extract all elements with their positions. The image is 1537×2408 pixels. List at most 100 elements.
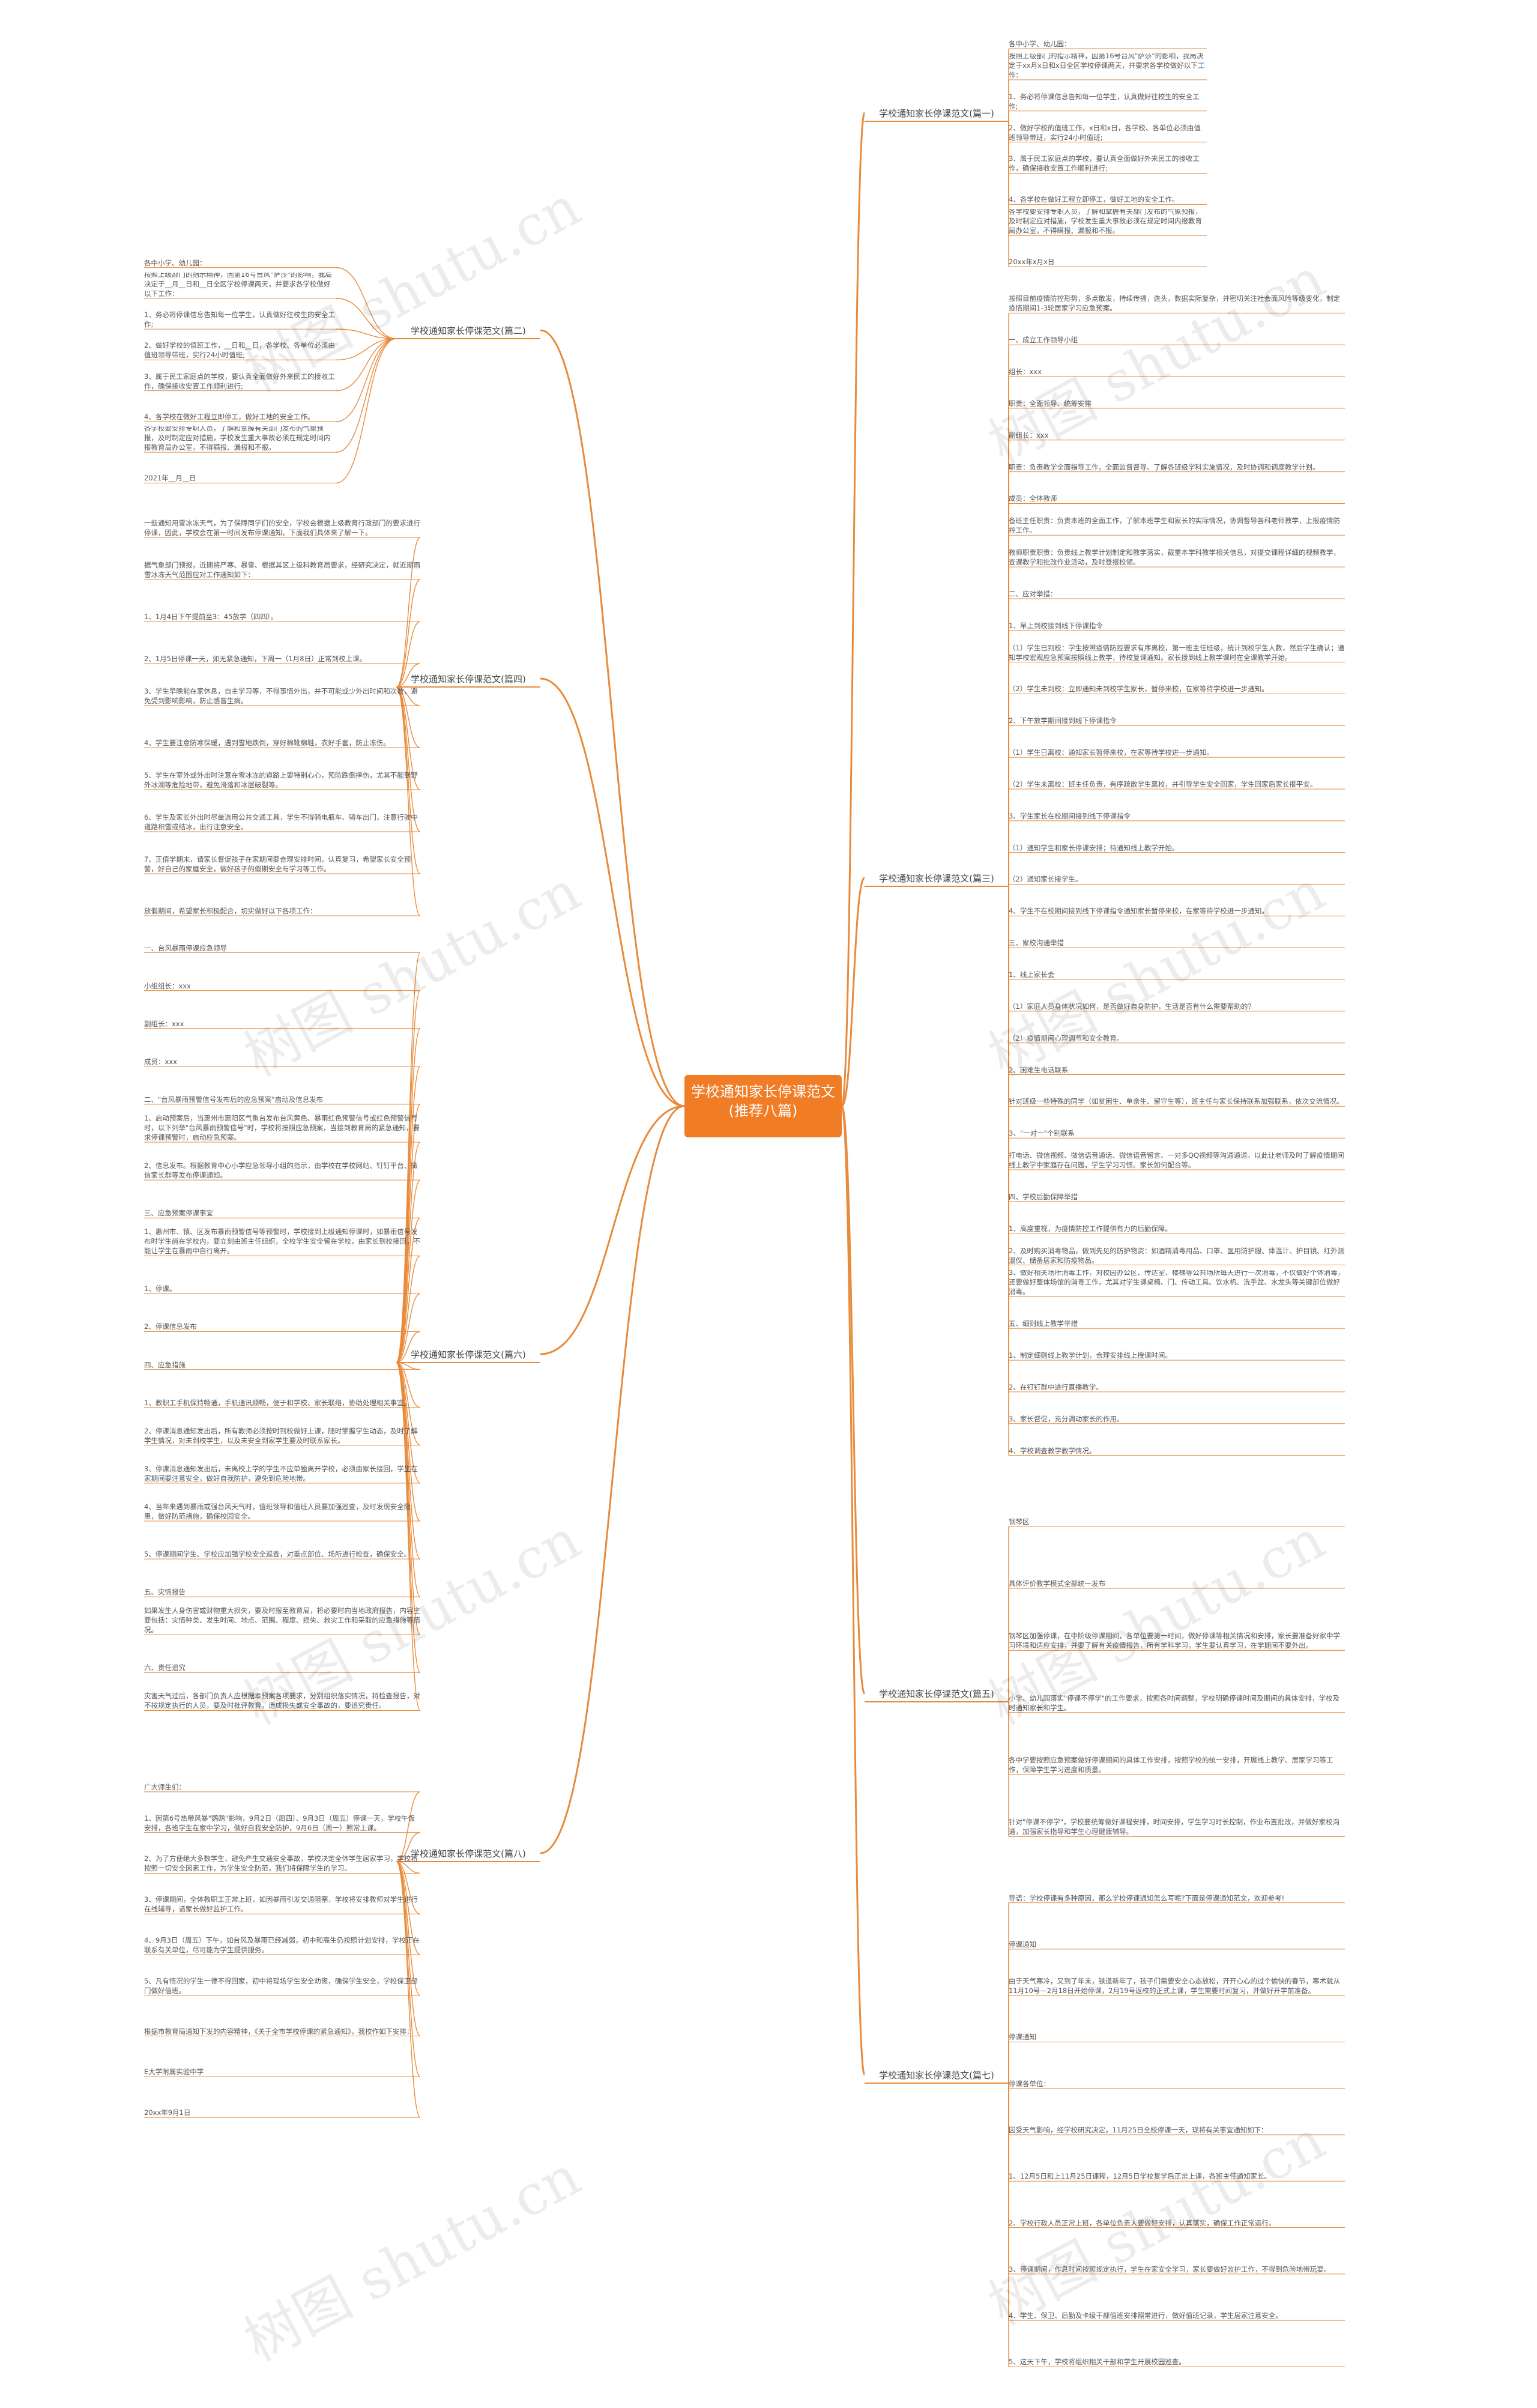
leaf-topic[interactable]: 四、学校后勤保障举措 <box>1009 1192 1078 1201</box>
leaf-topic[interactable]: 六、责任追究 <box>144 1663 186 1672</box>
leaf-topic[interactable]: 一些通知用雪冰冻天气，为了保障同学们的安全，学校会根据上级教育行政部门的要求进行… <box>144 519 420 537</box>
leaf-topic[interactable]: 3、停课期间，全体教职工正常上班，如因暴雨引发交通阻塞，学校将安排教师对学生进行… <box>144 1895 418 1914</box>
leaf-topic[interactable]: 1、制定细则线上教学计划，合理安排线上授课时间。 <box>1009 1351 1172 1360</box>
leaf-topic[interactable]: 3、"一对一"个别联系 <box>1009 1129 1075 1138</box>
leaf-topic[interactable]: 各中小学、幼儿园： <box>144 258 207 267</box>
branch-topic[interactable]: 学校通知家长停课范文(篇四) <box>411 674 526 685</box>
leaf-topic[interactable]: 据气象部门预报，近期将严寒、暴雪、根据其区上级科教育局要求，经研究决定，就近期雨… <box>144 561 420 579</box>
leaf-topic[interactable]: 各中学要按照应急预案做好停课期间的具体工作安排，按照学校的统一安排，开展线上教学… <box>1009 1755 1333 1774</box>
leaf-topic[interactable]: 1、务必将停课信息告知每一位学生，认真做好往校生的安全工作; <box>1009 92 1200 110</box>
leaf-topic[interactable]: 因受天气影响，经学校研究决定，11月25日全校停课一天，现将有关事宜通知如下： <box>1009 2125 1268 2134</box>
leaf-topic[interactable]: 针对班级一些特殊的同学（如贫困生、单亲生、留守生等），班主任与家长保持联系加强联… <box>1009 1097 1344 1106</box>
leaf-topic[interactable]: 由于天气寒冷，又到了年末，铁道新年了，孩子们需要安全心态放松，开开心心的过个愉快… <box>1009 1977 1340 1995</box>
leaf-topic[interactable]: 1、停课。 <box>144 1284 177 1293</box>
leaf-topic[interactable]: 1、高度重视，为疫情防控工作提供有力的后勤保障。 <box>1009 1224 1172 1233</box>
leaf-topic[interactable]: 6、学生及家长外出时尽量选用公共交通工具，学生不得骑电瓶车、骑车出门，注意行驶中… <box>144 813 418 831</box>
branch-topic[interactable]: 学校通知家长停课范文(篇七) <box>879 2070 994 2081</box>
leaf-topic[interactable]: 3、学生早晚能在家休息，自主学习等，不得事情外出，并不可能或少外出时间和次数，避… <box>144 687 418 705</box>
leaf-topic[interactable]: 1、启动预案后，当惠州市惠阳区气象台发布台风黄色、暴雨红色预警信号或红色预警信号… <box>144 1114 420 1142</box>
leaf-topic[interactable]: 打电话、微信视频、微信语音通话、微信语音留言、一对多QQ视频等沟通通道。以此让老… <box>1009 1151 1344 1170</box>
leaf-topic[interactable]: 按照目前疫情防控形势，多点散发，持续传播，迭头，数据实际复杂，并密切关注社会面风… <box>1009 294 1340 313</box>
leaf-topic[interactable]: 4、各学校在做好工程立即停工，做好工地的安全工作。 <box>144 412 315 421</box>
leaf-topic[interactable]: 二、应对举措： <box>1009 589 1057 598</box>
leaf-topic[interactable]: 1、早上到校接到线下停课指令 <box>1009 621 1103 630</box>
leaf-topic[interactable]: 3、属于民工家庭点的学校，要认真全面做好外来民工的接收工作，确保接收安置工作顺利… <box>1009 154 1200 173</box>
leaf-topic[interactable]: E大学附属实验中学 <box>144 2068 204 2077</box>
leaf-topic[interactable]: 五、细则线上教学举措 <box>1009 1319 1078 1328</box>
branch-topic[interactable]: 学校通知家长停课范文(篇八) <box>411 1848 526 1859</box>
leaf-topic[interactable]: 5、学生在室外或外出时注意在雪冰冻的道路上要特别心心，预防跌倒摔伤，尤其不能到野… <box>144 771 418 789</box>
leaf-topic[interactable]: 4、当年来遇到暴雨或强台风天气时，值班领导和值班人员要加强巡查，及时发现安全隐患… <box>144 1502 411 1520</box>
leaf-topic[interactable]: 4、9月3日（周五）下午，如台风及暴雨已经减弱，初中和高生仍按照计划安排，学校正… <box>144 1935 420 1954</box>
leaf-topic[interactable]: 4、学校调查教学教学情况。 <box>1009 1446 1096 1455</box>
leaf-topic[interactable]: 按照上级部门的指示精神，因第16号台风"萨莎"的影响，我局决定于__月__日和_… <box>144 272 332 298</box>
leaf-topic[interactable]: 2、学校行政人员正常上班，各单位负责人要做好安排，认真落实，确保工作正常运行。 <box>1009 2218 1276 2227</box>
leaf-topic[interactable]: 1、惠州市、镇、区发布暴雨预警信号等预警时，学校接到上级通知停课时，如暴雨信号发… <box>144 1227 420 1256</box>
leaf-topic[interactable]: 针对"停课不停学"，学校要统筹做好课程安排，时间安排，学生学习时长控制，作业布置… <box>1009 1818 1340 1836</box>
leaf-topic[interactable]: （1）学生已到校：学生按照疫情防控要求有序离校，第一班主任班级，统计到校学生人数… <box>1009 643 1345 662</box>
root-topic[interactable]: 学校通知家长停课范文(推荐八篇) <box>684 1075 842 1137</box>
leaf-topic[interactable]: 四、应急措施 <box>144 1360 186 1369</box>
leaf-topic[interactable]: 成员：xxx <box>144 1057 177 1066</box>
leaf-topic[interactable]: 一、台风暴雨停课应急领导 <box>144 943 227 952</box>
leaf-topic[interactable]: 五、灾情报告 <box>144 1588 186 1597</box>
leaf-topic[interactable]: 导语：学校停课有多种原因，那么学校停课通知怎么写呢?下面是停课通知范文，欢迎参考… <box>1009 1893 1285 1902</box>
leaf-topic[interactable]: 3、学生家长在校期间接到线下停课指令 <box>1009 811 1131 820</box>
leaf-topic[interactable]: 广大师生们： <box>144 1782 186 1791</box>
leaf-topic[interactable]: 各中小学、幼儿园： <box>1009 39 1071 48</box>
leaf-topic[interactable]: 4、学生要注意防寒保暖，遇到雪地跌倒，穿好棉靴棉鞋，衣好手套，防止冻伤。 <box>144 739 390 747</box>
leaf-topic[interactable]: 2、停课信息发布 <box>144 1322 197 1331</box>
leaf-topic[interactable]: （1）学生已离校：通知家长暂停来校，在家等待学校进一步通知。 <box>1009 748 1213 757</box>
leaf-topic[interactable]: 2、困难生电话联系 <box>1009 1065 1069 1074</box>
leaf-topic[interactable]: 备班主任职责：负责本班的全面工作，了解本班学生和家长的实际情况，协调督导各科老师… <box>1009 516 1340 535</box>
leaf-topic[interactable]: 各学校要安排专职人员，了解和掌握有关部门发布的气象预报，及时制定应对措施，学校发… <box>144 426 331 452</box>
leaf-topic[interactable]: 钢琴区 <box>1009 1517 1030 1526</box>
branch-topic[interactable]: 学校通知家长停课范文(篇六) <box>411 1349 526 1360</box>
leaf-topic[interactable]: 2、为了方便绝大多数学生，避免产生交通安全事故，学校决定全体学生居家学习，学校将… <box>144 1854 418 1873</box>
branch-topic[interactable]: 学校通知家长停课范文(篇一) <box>879 108 994 119</box>
leaf-topic[interactable]: 放假期间，希望家长积极配合，切实做好以下各项工作： <box>144 907 317 915</box>
leaf-topic[interactable]: 副组长：xxx <box>1009 431 1049 440</box>
leaf-topic[interactable]: 4、各学校在做好工程立即停工，做好工地的安全工作。 <box>1009 195 1179 204</box>
leaf-topic[interactable]: 2、及时购买消毒物品，做到先见的防护物资：如酒精消毒用品、口罩、医用防护服、体温… <box>1009 1246 1345 1265</box>
leaf-topic[interactable]: 5、凡有情况的学生一律不得回家，初中将现场学生安全劝离，确保学生安全，学校保卫部… <box>144 1976 418 1995</box>
leaf-topic[interactable]: 各学校要安排专职人员，了解和掌握有关部门发布的气象预报，及时制定应对措施，学校发… <box>1009 209 1202 235</box>
leaf-topic[interactable]: 二、"台风暴雨预警信号发布后的应急预案"启动及信息发布 <box>144 1095 324 1104</box>
leaf-topic[interactable]: 一、成立工作领导小组 <box>1009 336 1078 345</box>
leaf-topic[interactable]: 3、停课消息通知发出后，未离校上学的学生不应单独离开学校，必须由家长接回，学生在… <box>144 1464 418 1483</box>
leaf-topic[interactable]: 1、务必将停课信息告知每一位学生，认真做好往校生的安全工作; <box>144 310 335 329</box>
leaf-topic[interactable]: 20xx年9月1日 <box>144 2108 191 2117</box>
leaf-topic[interactable]: 2、停课消息通知发出后，所有教师必须按时到校做好上课，随时掌握学生动态，及时了解… <box>144 1426 418 1445</box>
leaf-topic[interactable]: 如果发生人身伤害或财物重大损失，要及时报至教育局，将必要时向当地政府报告，内容主… <box>144 1606 420 1635</box>
leaf-topic[interactable]: 成员：全体教师 <box>1009 494 1057 503</box>
leaf-topic[interactable]: 教师职责职责：负责线上教学计划制定和教学落实，截重本学科教学相关信息，对提交课程… <box>1009 548 1340 567</box>
leaf-topic[interactable]: 2、1月5日停课一天，如无紧急通知，下周一（1月8日）正常到校上课。 <box>144 655 367 663</box>
leaf-topic[interactable]: 停课通知 <box>1009 1940 1036 1949</box>
leaf-topic[interactable]: 2、下午放学期间接到线下停课指令 <box>1009 716 1117 725</box>
leaf-topic[interactable]: 三、家校沟通举措 <box>1009 939 1064 948</box>
leaf-topic[interactable]: 停课各单位： <box>1009 2079 1050 2088</box>
leaf-topic[interactable]: 职责：全面领导、统筹安排 <box>1009 399 1092 408</box>
leaf-topic[interactable]: 3、做好相关场所消毒工作，对校园办公区、传达室、楼梯等公共场所每天进行一次消毒，… <box>1009 1269 1345 1296</box>
leaf-topic[interactable]: 停课通知 <box>1009 2033 1036 2042</box>
leaf-topic[interactable]: （2）疫情期间心理调节和安全教育。 <box>1009 1033 1124 1042</box>
leaf-topic[interactable]: 20xx年x月x日 <box>1009 258 1055 267</box>
leaf-topic[interactable]: 具体评价教学模式全部统一发布 <box>1009 1579 1105 1588</box>
leaf-topic[interactable]: 4、学生不在校期间接到线下停课指令通知家长暂停来校，在家等待学校进一步通知。 <box>1009 907 1269 916</box>
leaf-topic[interactable]: 5、停课期间学生、学校应加强学校安全巡查，对重点部位、场所进行检查，确保安全。 <box>144 1550 411 1559</box>
branch-topic[interactable]: 学校通知家长停课范文(篇二) <box>411 325 526 336</box>
leaf-topic[interactable]: 灾害天气过后，各部门负责人应根据本预案各项要求，分别组织落实情况，将检查报告，对… <box>144 1692 420 1710</box>
leaf-topic[interactable]: 副组长：xxx <box>144 1019 184 1028</box>
leaf-topic[interactable]: 职责：负责教学全面指导工作，全面监督督导、了解各班级学科实施情况，及时协调和调度… <box>1009 462 1320 471</box>
leaf-topic[interactable]: 1、教职工手机保持畅通，手机通讯顺畅，便于和学校、家长联络，协助处理相关事宜。 <box>144 1398 411 1407</box>
leaf-topic[interactable]: （2）学生未到校：立即通知未到校学生家长，暂停来校，在家等待学校进一步通知。 <box>1009 685 1269 694</box>
branch-topic[interactable]: 学校通知家长停课范文(篇三) <box>879 873 994 884</box>
leaf-topic[interactable]: 1、因第6号热带风暴"鹦鹉"影响，9月2日（周四）、9月3日（周五）停课一天，学… <box>144 1814 415 1832</box>
leaf-topic[interactable]: 根据市教育局通知下发的内容精神，《关于全市学校停课的紧急通知》，我校作如下安排： <box>144 2027 414 2036</box>
branch-topic[interactable]: 学校通知家长停课范文(篇五) <box>879 1689 994 1699</box>
leaf-topic[interactable]: 钢琴区加强停课，在中阶级停课期间，各单位要第一时间，做好停课等相关情况和安排，家… <box>1009 1632 1340 1650</box>
leaf-topic[interactable]: 3、属于民工家庭点的学校，要认真全面做好外来民工的接收工作，确保接收安置工作顺利… <box>144 372 335 390</box>
leaf-topic[interactable]: 三、应急预案停课事宜 <box>144 1209 213 1218</box>
leaf-topic[interactable]: （1）家庭人员身体状况如何，是否做好自身防护，生活是否有什么需要帮助的？ <box>1009 1002 1255 1011</box>
leaf-topic[interactable]: 5、这天下午，学校将组织相关干部和学生开展校园巡查。 <box>1009 2358 1186 2367</box>
